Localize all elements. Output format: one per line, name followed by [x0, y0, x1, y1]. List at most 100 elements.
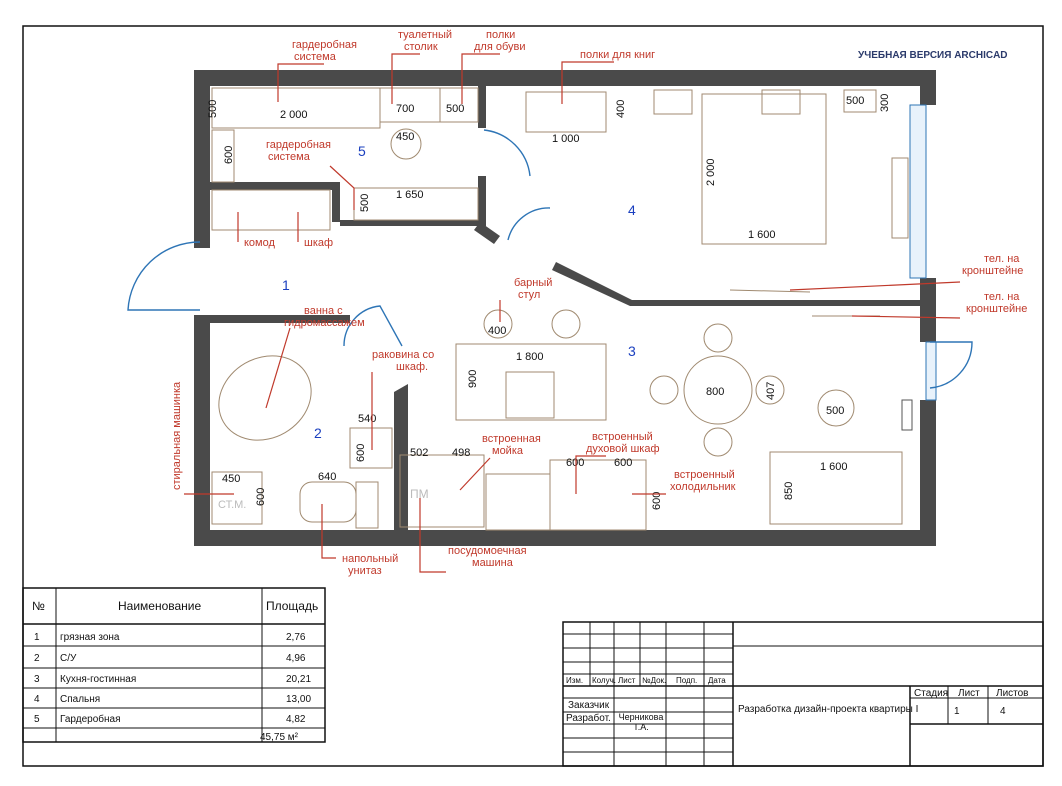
room-number-2: 2 [314, 425, 322, 441]
tb-col-change: Изм. [566, 676, 583, 685]
windows [901, 104, 937, 431]
window-bedroom [909, 104, 927, 279]
annotation-washer: стиральная машинка [171, 381, 183, 490]
row-name: грязная зона [60, 632, 120, 643]
dim: 450 [222, 473, 240, 485]
toilet [299, 481, 357, 523]
row-area: 13,00 [286, 694, 311, 705]
dim: 500 [359, 194, 371, 212]
row-name: Кухня-гостинная [60, 674, 136, 685]
dim: 450 [396, 131, 414, 143]
annotation-bathtub: гидромассажем [284, 317, 365, 329]
sheet-frame [22, 25, 1044, 767]
row-area: 4,82 [286, 714, 306, 725]
annotation-built-in-sink: встроенная [482, 433, 541, 445]
total-area: 45,75 м² [260, 732, 299, 743]
bed [701, 93, 827, 245]
bathtub [218, 355, 312, 441]
row-n: 4 [34, 694, 40, 705]
annotation-toilet: напольный [342, 553, 398, 565]
room-number-3: 3 [628, 343, 636, 359]
annotation-dishwasher: машина [472, 557, 514, 569]
tb-sheets: 4 [1000, 706, 1006, 717]
sofa [769, 451, 903, 525]
sink [349, 427, 393, 469]
annotation-vanity: столик [404, 41, 438, 53]
tb-sheet: 1 [954, 706, 960, 717]
bar-stool-2 [551, 309, 581, 339]
dim: 498 [452, 447, 470, 459]
dim: 600 [614, 457, 632, 469]
tb-developer: Разработ. [566, 712, 611, 724]
radiator [901, 399, 913, 431]
nightstand-left [653, 89, 693, 115]
dim: 600 [223, 146, 235, 164]
dim: 600 [355, 444, 367, 462]
bathroom-door [343, 305, 403, 347]
wardrobe-left [211, 129, 235, 183]
wardrobe-top [211, 87, 381, 129]
dresser-closet [211, 189, 331, 231]
dim: 400 [615, 100, 627, 118]
dim: 1 000 [552, 133, 580, 145]
wall-bath-right [394, 384, 408, 530]
annotation-shoe: полки [486, 29, 515, 41]
tb-project: Разработка дизайн-проекта квартиры I [738, 703, 918, 715]
dim: 1 800 [516, 351, 544, 363]
dim: 850 [783, 482, 795, 500]
col-header-name: Наименование [118, 599, 202, 613]
dim: 502 [410, 447, 428, 459]
boiler [355, 481, 379, 529]
row-area: 4,96 [286, 653, 306, 664]
coffee-table [817, 389, 855, 427]
wall-wardrobe-right-upper [478, 86, 486, 128]
annotation-fridge: встроенный [674, 469, 735, 481]
row-area: 2,76 [286, 632, 306, 643]
dim: 2 000 [280, 109, 308, 121]
dim: 300 [879, 94, 891, 112]
chair-right [755, 375, 785, 405]
annotation-bar-stool: стул [518, 289, 540, 301]
annotation-bathtub: ванна с [304, 305, 343, 317]
radiator-bedroom [891, 157, 909, 239]
entrance-door [127, 241, 201, 311]
row-n: 5 [34, 714, 40, 725]
annotation-wardrobe-top: гардеробная [292, 39, 357, 51]
tb-sheet-header: Лист [958, 688, 980, 699]
shoe-shelf [439, 87, 479, 123]
wall-closet-right [332, 182, 340, 222]
wall-left-upper [194, 70, 210, 248]
dim: 640 [318, 471, 336, 483]
nightstand-right [761, 89, 801, 115]
dim: 700 [396, 103, 414, 115]
wall-bottom [194, 530, 936, 546]
bar-stool-1 [483, 309, 513, 339]
wall-left-lower [194, 315, 210, 545]
bookshelf [525, 91, 607, 133]
walls [194, 70, 936, 546]
chair-left [649, 375, 679, 405]
row-n: 2 [34, 653, 40, 664]
furniture [211, 87, 909, 531]
desk [843, 89, 877, 113]
annotation-shoe: для обуви [474, 41, 526, 53]
annotation-built-in-sink: мойка [492, 445, 524, 457]
room-numbers: 1 2 3 4 5 [282, 143, 636, 441]
dim: 500 [446, 103, 464, 115]
tb-author: Черникова Т.А. [618, 712, 664, 732]
wall-right-bottom [920, 400, 936, 545]
dim: 1 650 [396, 189, 424, 201]
annotation-tv-2: тел. на [984, 291, 1020, 303]
annotation-dresser: комод [244, 237, 275, 249]
dim: 600 [255, 488, 267, 506]
annotation-tv-2: кронштейне [966, 303, 1027, 315]
chair-bottom [703, 427, 733, 457]
dim: 407 [765, 382, 777, 400]
balcony-door [929, 341, 973, 389]
wall-corner-bedroom [474, 222, 500, 244]
wall-closet-top [210, 182, 340, 190]
wall-right-top [920, 70, 936, 105]
tb-stage-header: Стадия [914, 688, 948, 699]
